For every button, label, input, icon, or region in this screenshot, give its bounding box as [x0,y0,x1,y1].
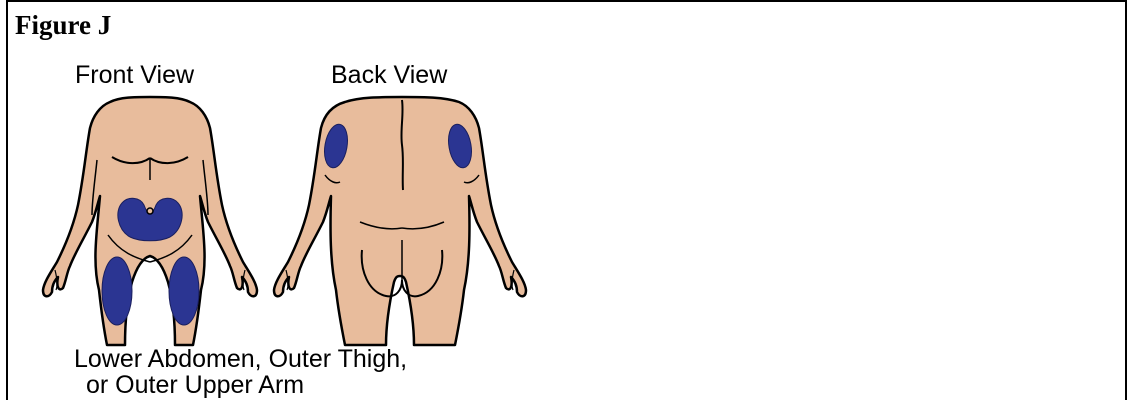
front-navel [147,208,153,214]
caption-line-2: or Outer Upper Arm [86,371,506,400]
back-body-figure [274,97,526,345]
front-body-figure [43,97,257,345]
front-left-thigh-injection-site [102,257,132,325]
back-body-silhouette [274,97,526,345]
caption-line-1: Lower Abdomen, Outer Thigh, [74,345,494,374]
front-right-thigh-injection-site [169,257,199,325]
